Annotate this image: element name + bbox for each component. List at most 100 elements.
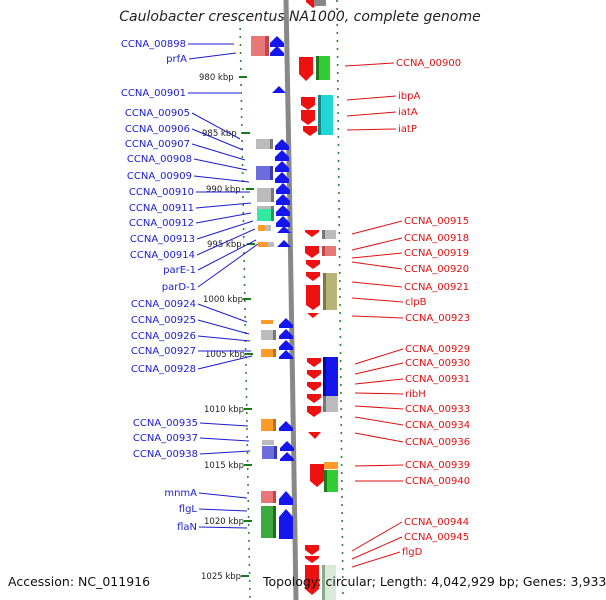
right-leader-line [346, 95, 397, 101]
left-gene-label: flgL [179, 504, 198, 515]
right-gene-label: iatA [398, 107, 418, 118]
left-gene-label: CCNA_00935 [133, 418, 198, 429]
right-leader-line [354, 405, 404, 410]
left-gene-label: CCNA_00898 [121, 39, 186, 50]
plus-strand-dotted-line [336, 0, 344, 600]
left-gene-labels: CCNA_00898 prfA CCNA_00901CCNA_00905CCNA_0… [121, 39, 198, 533]
right-gene-label: CCNA_00919 [404, 248, 469, 259]
right-gene-label: CCNA_00944 [404, 517, 469, 528]
right-leader-line [354, 464, 404, 467]
left-gene-label: CCNA_00924 [131, 299, 196, 310]
left-gene-label: CCNA_00911 [129, 203, 194, 214]
left-gene-label: CCNA_00905 [125, 108, 190, 119]
right-leader-line [354, 432, 404, 443]
left-leader-line [196, 228, 256, 256]
left-gene-label: CCNA_00901 [121, 88, 186, 99]
genome-summary-text: Topology: circular; Length: 4,042,929 bp… [263, 574, 606, 589]
right-leader-line [351, 315, 404, 319]
ruler-tick-label: 985 kbp [202, 129, 237, 139]
left-leader-line [197, 239, 257, 271]
ruler-tick-label: 990 kbp [206, 185, 241, 195]
right-gene-label: CCNA_00929 [405, 344, 470, 355]
left-leader-line [193, 175, 250, 183]
right-leader-line [351, 281, 403, 288]
left-gene-label: flaN [177, 522, 197, 533]
left-gene-label: CCNA_00909 [127, 171, 192, 182]
right-gene-label: CCNA_00921 [404, 282, 469, 293]
left-leader-line [198, 492, 248, 499]
right-leader-line [351, 297, 404, 303]
map-title: Caulobacter crescentus NA1000, complete … [119, 9, 481, 25]
left-leader-line [199, 422, 249, 427]
left-leader-line [197, 319, 250, 335]
right-gene-label: CCNA_00933 [405, 404, 470, 415]
ruler-tick-label: 1010 kbp [204, 405, 244, 415]
left-gene-label: CCNA_00914 [130, 250, 195, 261]
right-gene-label: CCNA_00923 [405, 313, 470, 324]
left-leader-line [199, 450, 251, 455]
left-gene-label: parD-1 [162, 282, 196, 293]
right-gene-label: CCNA_00939 [405, 460, 470, 471]
left-leader-line [191, 112, 241, 140]
right-gene-label: CCNA_00930 [405, 358, 470, 369]
minus-strand-features [251, 36, 277, 538]
right-leader-line [346, 128, 397, 131]
left-leader-line [196, 220, 254, 240]
left-leader-line [191, 143, 246, 161]
right-leader-line [354, 378, 404, 385]
left-leader-line [195, 202, 252, 209]
right-leader-line [354, 362, 404, 375]
right-leader-line [354, 392, 404, 395]
right-gene-label: CCNA_00920 [404, 264, 469, 275]
right-gene-label: iatP [398, 124, 417, 135]
left-gene-label: CCNA_00927 [131, 346, 196, 357]
left-gene-label: prfA [166, 54, 187, 65]
left-gene-label: CCNA_00925 [131, 315, 196, 326]
left-gene-label: CCNA_00926 [131, 331, 196, 342]
ruler-tick-label: 980 kbp [199, 73, 234, 83]
ruler-tick-label: 1015 kbp [204, 461, 244, 471]
right-gene-label: CCNA_00900 [396, 58, 461, 69]
plus-strand-arrows [299, 0, 324, 595]
left-gene-label: parE-1 [163, 265, 196, 276]
right-gene-label: CCNA_00936 [405, 437, 470, 448]
right-leader-line [351, 220, 403, 235]
right-leader-line [351, 521, 403, 552]
right-leader-line [354, 348, 404, 365]
right-gene-label: CCNA_00918 [404, 233, 469, 244]
left-leader-line [191, 128, 244, 151]
left-gene-label: CCNA_00928 [131, 364, 196, 375]
right-gene-label: CCNA_00945 [404, 532, 469, 543]
right-gene-label: CCNA_00915 [404, 216, 469, 227]
right-leader-line [351, 551, 401, 568]
right-gene-label: clpB [405, 297, 427, 308]
left-gene-label: CCNA_00907 [125, 139, 190, 150]
accession-text: Accession: NC_011916 [8, 574, 151, 589]
left-leader-line [195, 212, 252, 224]
ruler-tick-label: 1005 kbp [205, 350, 245, 360]
minus-strand-arrows [270, 36, 294, 539]
right-leader-line [346, 111, 397, 117]
right-leader-line [351, 261, 403, 270]
right-gene-label: CCNA_00931 [405, 374, 470, 385]
right-gene-label: flgD [402, 547, 423, 558]
left-leader-line [197, 335, 251, 342]
left-leader-line [198, 526, 248, 529]
right-gene-label: ribH [405, 389, 426, 400]
ruler-tick-label: 1025 kbp [201, 572, 241, 582]
ruler-tick-label: 1020 kbp [204, 517, 244, 527]
left-gene-label: CCNA_00912 [129, 218, 194, 229]
plus-strand-features [314, 0, 338, 600]
left-gene-label: mnmA [164, 488, 197, 499]
left-gene-label: CCNA_00910 [129, 187, 194, 198]
ruler-tick-label: 1000 kbp [203, 295, 243, 305]
right-gene-label: CCNA_00940 [405, 476, 470, 487]
left-leader-line [188, 52, 237, 60]
left-gene-label: CCNA_00906 [125, 124, 190, 135]
right-leader-line [351, 252, 403, 259]
left-leader-line [199, 437, 250, 442]
right-leader-lines [344, 62, 404, 568]
minus-strand-dotted-line [239, 19, 251, 600]
